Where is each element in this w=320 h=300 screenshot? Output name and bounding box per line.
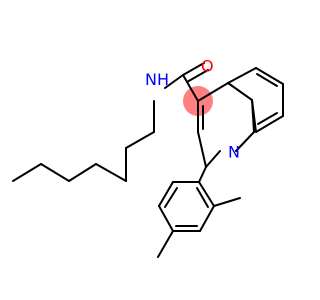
phenyl-bond-5 <box>199 205 215 232</box>
quinoline-right-ring-bond-1 <box>227 67 257 84</box>
quinoline-right-ring-inner-bond-1 <box>256 73 278 87</box>
phenyl-bond-6 <box>198 181 215 207</box>
phenyl-bond-2 <box>158 181 174 207</box>
quinoline-left-ring-bond-5 <box>205 150 221 168</box>
alkyl-chain-bond-6 <box>125 131 155 149</box>
carbonyl-double-bond-second <box>186 69 209 83</box>
carbonyl-oxygen-label: O <box>201 57 214 76</box>
alkyl-chain-bond-3 <box>68 163 97 182</box>
alkyl-chain-bond-2 <box>40 163 70 182</box>
methyl-bond-ortho <box>213 197 241 207</box>
amide-nitrogen-symbol: N <box>145 70 157 89</box>
carbonyl-to-quinoline-bond <box>182 74 199 102</box>
phenyl-inner-bond-3 <box>196 187 209 208</box>
amide-n-to-carbonyl-bond <box>164 74 184 89</box>
quinoline-right-ring-bond-2 <box>255 67 284 85</box>
amide-nitrogen-label: NH <box>145 70 169 89</box>
atom-labels: NH O N <box>145 57 240 162</box>
amide-hydrogen-symbol: H <box>157 70 169 89</box>
alkyl-chain-bond-1 <box>12 163 42 182</box>
bonds <box>12 62 284 258</box>
quinoline-left-ring-bond-1 <box>197 82 229 102</box>
phenyl-bond-3 <box>158 205 174 232</box>
biaryl-bond <box>198 166 207 183</box>
quinoline-left-ring-bond-6 <box>197 131 207 168</box>
quinoline-right-ring-bond-5 <box>251 99 257 133</box>
methyl-bond-para <box>157 230 174 258</box>
quinoline-right-ring-inner-bond-2 <box>257 112 278 125</box>
quinoline-left-ring-bond-4 <box>235 131 255 152</box>
quinoline-right-ring-bond-4 <box>255 115 284 133</box>
molecule-diagram: NH O N <box>12 56 284 258</box>
ring-nitrogen-label: N <box>228 143 240 162</box>
alkyl-chain-bond-4 <box>95 163 127 182</box>
quinoline-left-ring-bond-2 <box>227 82 253 101</box>
carbonyl-double-bond-main <box>182 62 205 76</box>
phenyl-inner-bond-1 <box>164 187 178 208</box>
